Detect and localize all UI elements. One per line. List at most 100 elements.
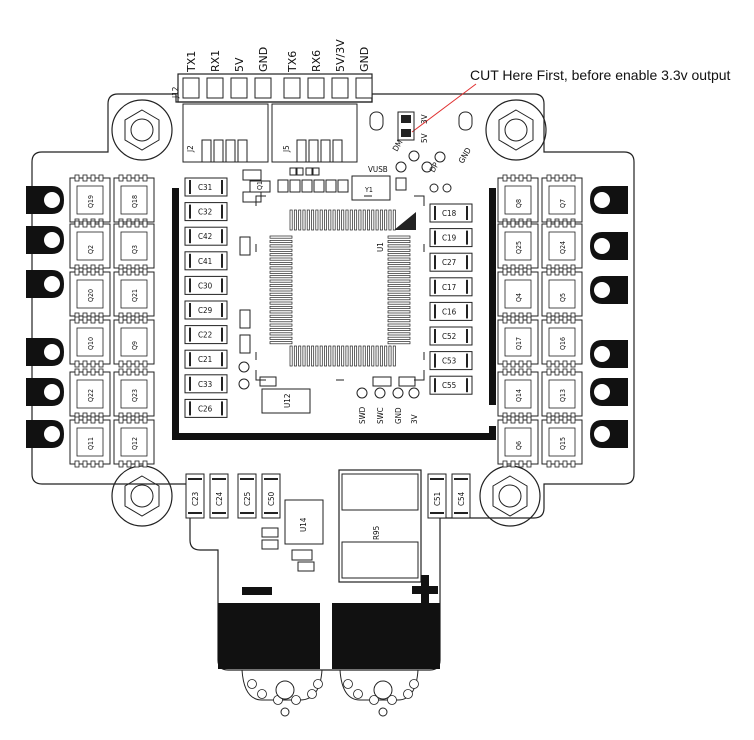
swd-pad-label: SWD — [358, 406, 367, 424]
chip-u14: U14 — [261, 499, 324, 572]
header-pin — [254, 77, 272, 99]
mosfet: Q8 — [497, 174, 539, 226]
swd-pad — [374, 387, 386, 399]
mosfet-label: Q5 — [559, 293, 567, 302]
header-pin-boxes — [182, 77, 373, 99]
mosfet-label: Q10 — [87, 337, 95, 350]
capacitor-label: C42 — [198, 232, 212, 241]
shunt-resistor: R95 — [338, 469, 422, 583]
mosfet-label: Q17 — [515, 337, 523, 350]
mosfet: Q15 — [541, 416, 583, 468]
mosfet-label: Q20 — [87, 289, 95, 302]
usb-vusb-label: VUSB — [368, 165, 388, 174]
j2-label: J2 — [186, 145, 195, 153]
capacitor — [184, 226, 228, 246]
mosfet-label: Q13 — [559, 389, 567, 402]
mosfet: Q5 — [541, 268, 583, 320]
mounting-hole-top-left — [111, 99, 173, 161]
header-pin-label: TX1 — [185, 51, 198, 73]
capacitor — [184, 202, 228, 222]
mosfet: Q17 — [497, 316, 539, 368]
mounting-hole-top-right — [485, 99, 547, 161]
mosfet: Q16 — [541, 316, 583, 368]
mosfet-label: Q3 — [131, 245, 139, 254]
capacitor — [429, 301, 473, 321]
mosfet-label: Q14 — [515, 389, 523, 402]
power-pads — [218, 575, 440, 669]
header-pin-label: RX1 — [209, 50, 222, 72]
mosfet: Q12 — [113, 416, 155, 468]
mosfet-label: Q11 — [87, 437, 95, 450]
capacitor — [184, 177, 228, 197]
capacitor-label: C53 — [442, 357, 456, 366]
mosfet-label: Q18 — [131, 195, 139, 208]
header-pin — [283, 77, 301, 99]
mosfet-label: Q15 — [559, 437, 567, 450]
capacitor — [429, 277, 473, 297]
capacitor-label: C24 — [215, 491, 224, 506]
header-pin-label: GND — [257, 47, 270, 72]
u14-label: U14 — [299, 517, 308, 532]
capacitor-label: C31 — [198, 183, 212, 192]
mosfet-label: Q24 — [559, 241, 567, 254]
mosfet: Q2 — [69, 220, 111, 272]
header-pin-label: 5V/3V — [334, 39, 347, 72]
header-pin-label: TX6 — [286, 51, 299, 73]
connector-j5: J5 — [271, 103, 358, 163]
y1-label: Y1 — [364, 186, 373, 194]
header-pin — [206, 77, 224, 99]
capacitor — [429, 252, 473, 272]
capacitor-label: C26 — [198, 404, 213, 413]
mosfet-label: Q23 — [131, 389, 139, 402]
mosfet: Q9 — [113, 316, 155, 368]
capacitor — [184, 398, 228, 418]
jumper-5v-label: 5V — [420, 133, 429, 143]
mcu-pins — [269, 209, 411, 367]
capacitor-label: C18 — [442, 209, 457, 218]
mosfet-label: Q12 — [131, 437, 139, 450]
capacitor-label: C55 — [442, 381, 456, 390]
mosfet: Q6 — [497, 416, 539, 468]
mosfet-label: Q6 — [515, 441, 523, 450]
swd-pad — [408, 387, 420, 399]
swd-pad-label: 3V — [410, 414, 419, 424]
mosfet-label: Q16 — [559, 337, 567, 350]
capacitor — [429, 326, 473, 346]
header-pin — [331, 77, 349, 99]
mosfet: Q19 — [69, 174, 111, 226]
capacitor-label: C23 — [191, 492, 200, 506]
capacitor-label: C54 — [457, 491, 466, 506]
small-parts-swd — [372, 376, 416, 387]
mosfet-label: Q19 — [87, 195, 95, 208]
capacitor-label: C21 — [198, 355, 212, 364]
j12-label: J12 — [171, 87, 180, 99]
capacitor-label: C52 — [442, 332, 456, 341]
capacitor — [429, 375, 473, 395]
capacitor-label: C50 — [267, 491, 276, 506]
capacitor-label: C27 — [442, 258, 456, 267]
mosfet: Q25 — [497, 220, 539, 272]
capacitor — [237, 473, 257, 519]
capacitor — [429, 228, 473, 248]
mosfet: Q22 — [69, 368, 111, 420]
capacitor-label: C30 — [198, 281, 213, 290]
mosfet: Q10 — [69, 316, 111, 368]
header-pin — [307, 77, 325, 99]
capacitor-label: C33 — [198, 380, 212, 389]
mosfet: Q11 — [69, 416, 111, 468]
mosfet-label: Q25 — [515, 241, 523, 254]
q1-label: Q1 — [256, 181, 264, 190]
mosfet-label: Q8 — [515, 199, 523, 208]
mosfet: Q13 — [541, 368, 583, 420]
mosfet-array: Q19Q2Q20Q10Q22Q11Q18Q3Q21Q9Q23Q12Q8Q25Q4… — [69, 174, 583, 468]
capacitor-label: C51 — [433, 492, 442, 506]
mcu-label: U1 — [376, 242, 385, 252]
header-pin-label: RX6 — [310, 50, 323, 72]
header-pin-label: GND — [358, 47, 371, 72]
capacitor — [184, 325, 228, 345]
small-parts-top: Q1 Y1 — [238, 167, 407, 390]
